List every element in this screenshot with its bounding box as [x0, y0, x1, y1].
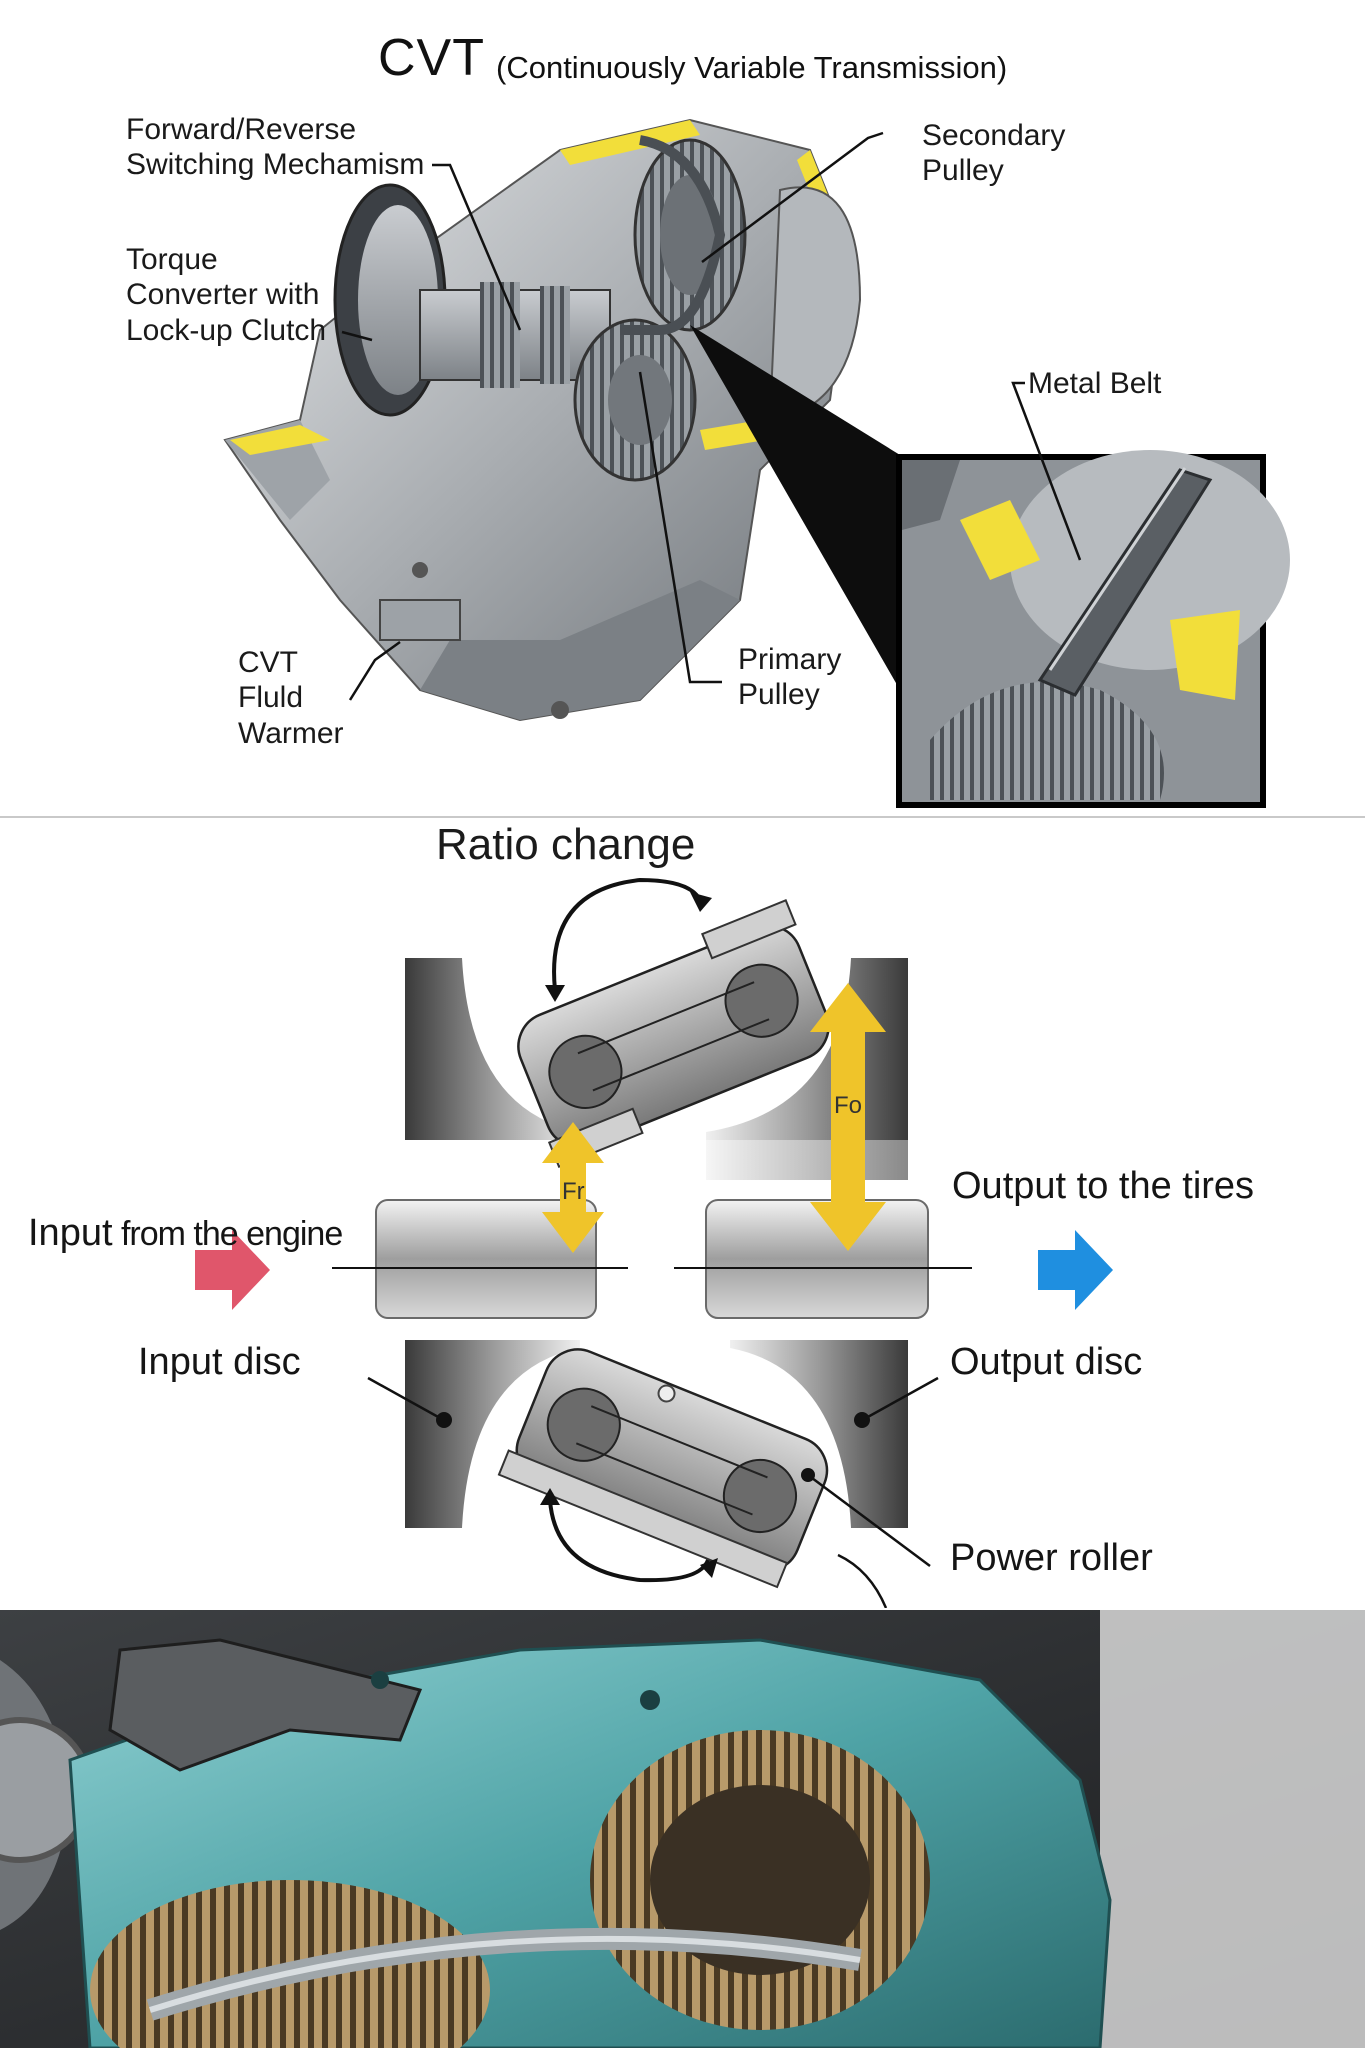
shafts — [332, 1199, 972, 1319]
label-metal-belt: Metal Belt — [1028, 367, 1162, 400]
power-roller-label: Power roller — [950, 1537, 1153, 1579]
force-arrow-fr — [542, 1122, 604, 1253]
output-disc-label: Output disc — [950, 1341, 1143, 1383]
force-arrow-fo — [810, 983, 886, 1251]
cvt-photo-panel — [0, 1610, 1365, 2048]
zoom-wedge — [690, 325, 900, 690]
input-arrow — [195, 1230, 270, 1310]
leader-lines — [341, 131, 1082, 701]
output-arrow — [1038, 1230, 1113, 1310]
transmission-body — [223, 118, 862, 722]
force-fr-label: Fr — [562, 1178, 585, 1205]
ratio-change-arrows — [548, 877, 710, 1583]
label-secondary-pulley: Secondary Pulley — [922, 119, 1066, 188]
upper-power-roller — [517, 899, 830, 1168]
cvt-cutaway-panel: CVT (Continuously Variable Transmission)… — [0, 0, 1365, 816]
label-fluid-warmer: CVT Fluld Warmer — [238, 646, 344, 750]
input-disc-label: Input disc — [138, 1341, 301, 1383]
input-label-rest: from the engine — [112, 1214, 343, 1253]
panel-divider — [0, 816, 1365, 818]
input-label-bold: Input — [28, 1211, 113, 1254]
cvt-cutaway-illustration — [223, 118, 1290, 808]
page-subtitle: (Continuously Variable Transmission) — [496, 50, 1008, 85]
cvt-photo — [0, 1610, 1365, 2048]
page-title: CVT — [378, 29, 485, 87]
input-disc — [405, 958, 580, 1528]
label-torque-converter: Torque Converter with Lock-up Clutch — [126, 243, 327, 347]
lower-power-roller — [497, 1348, 829, 1589]
ratio-change-arrowheads — [540, 892, 718, 1578]
label-primary-pulley: Primary Pulley — [738, 643, 842, 712]
toroidal-diagram — [195, 877, 1113, 1608]
label-forward-reverse: Forward/Reverse Switching Mechamism — [126, 113, 425, 182]
metal-belt-inset — [896, 450, 1290, 808]
toroidal-diagram-panel: Ratio change Input from the engine Outpu… — [0, 818, 1365, 1608]
ratio-change-title: Ratio change — [436, 820, 696, 869]
input-disc-hub — [436, 1412, 452, 1428]
input-label: Input from the engine — [28, 1166, 343, 1256]
force-fo-label: Fo — [834, 1092, 863, 1119]
power-roller-pivot — [801, 1468, 815, 1482]
diagram-leader-lines — [367, 1376, 939, 1608]
output-disc-hub — [854, 1412, 870, 1428]
output-label: Output to the tires — [952, 1165, 1255, 1207]
